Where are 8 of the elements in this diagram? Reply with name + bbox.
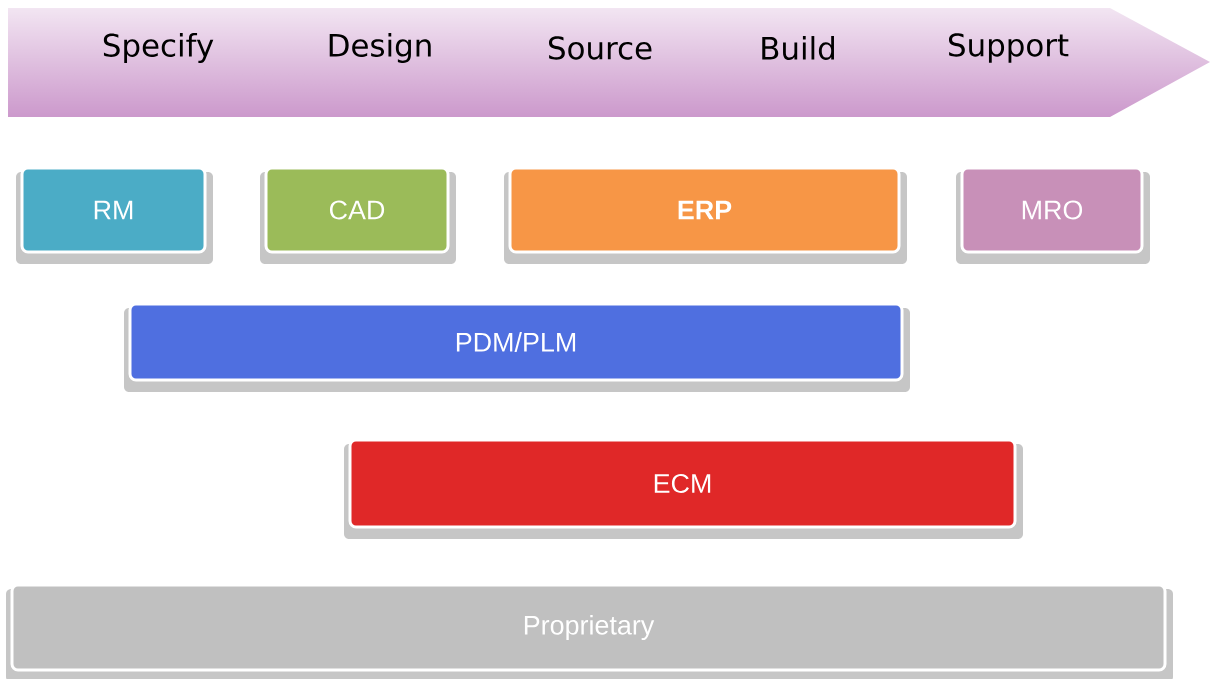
system-box: PDM/PLM — [124, 302, 910, 392]
system-box: ECM — [344, 438, 1023, 539]
process-arrow: Specify Design Source Build Support — [103, 33, 1069, 63]
system-box: RM — [16, 166, 213, 264]
system-box: MRO — [956, 166, 1150, 264]
system-box: CAD — [260, 166, 456, 264]
system-box: ERP — [504, 166, 907, 264]
system-box: Proprietary — [6, 583, 1173, 679]
